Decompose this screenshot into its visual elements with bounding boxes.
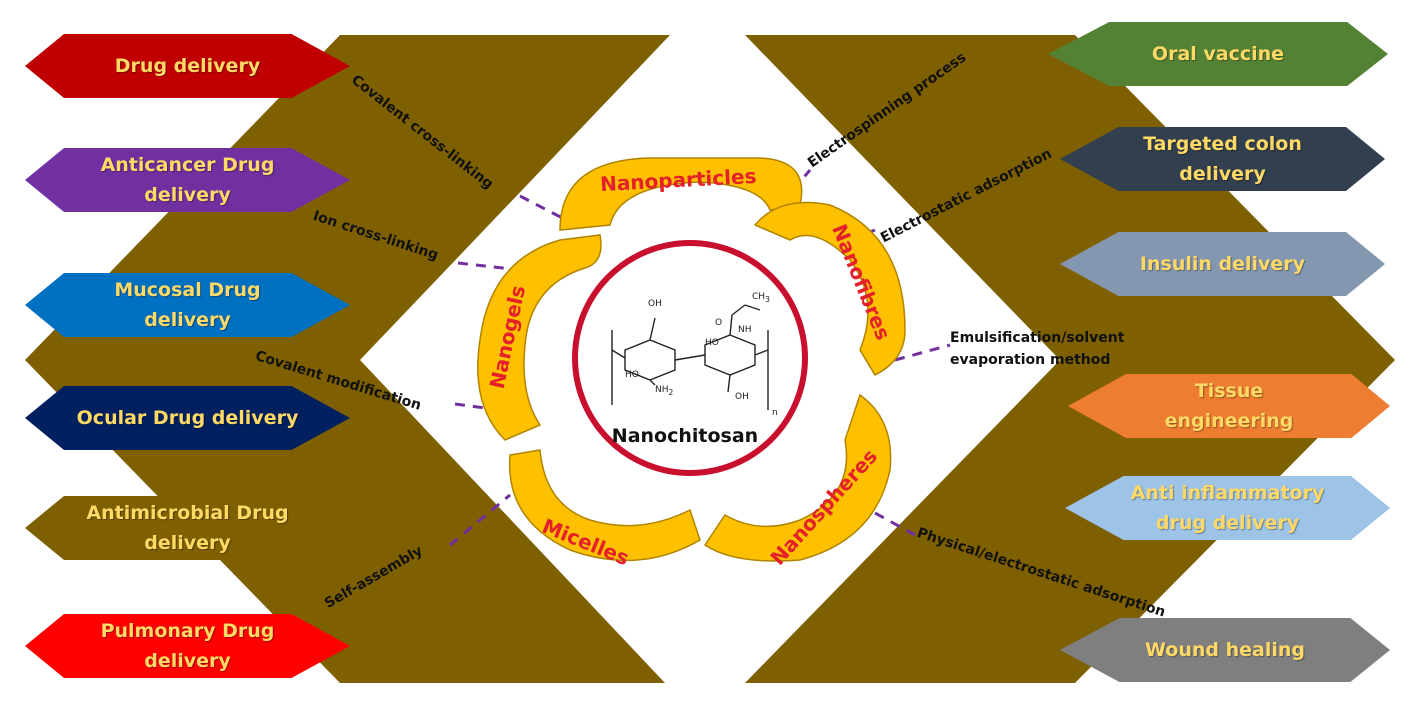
app-oral-vaccine: Oral vaccine [1048, 22, 1388, 86]
ho-label-2: HO [705, 338, 719, 348]
ch3-label: CH3 [752, 292, 770, 304]
segment-micelles-shape [508, 449, 701, 562]
nano-segments [477, 157, 906, 562]
connector-covalent-crosslinking [519, 194, 571, 224]
segment-nanofibres-shape [753, 201, 906, 376]
ho-label-1: HO [625, 370, 639, 380]
app-label: Pulmonary Drug [100, 620, 275, 642]
chitosan-structure-icon [611, 304, 769, 410]
segment-nanogels-shape [477, 234, 602, 441]
connector-emulsification [894, 343, 951, 362]
center-title: Nanochitosan [611, 425, 759, 447]
app-label: delivery [1179, 163, 1266, 185]
app-label: Targeted colon [1143, 133, 1302, 155]
nh2-label: NH2 [655, 385, 674, 397]
app-label: Tissue [1194, 380, 1264, 402]
app-label: Anti inflammatory [1130, 482, 1325, 504]
app-label: Wound healing [1145, 639, 1305, 661]
app-targeted-colon-delivery: Targeted colon delivery [1060, 127, 1385, 191]
app-label: Antimicrobial Drug [86, 502, 289, 524]
connector-physical [874, 511, 916, 537]
n-subscript-label: n [772, 408, 778, 418]
app-tissue-engineering: Tissue engineering [1068, 374, 1390, 438]
oh-label-2: OH [735, 392, 749, 402]
app-label: engineering [1164, 410, 1294, 432]
app-drug-delivery: Drug delivery [25, 34, 350, 98]
app-label: Drug delivery [114, 55, 261, 77]
oh-label-1: OH [648, 299, 662, 309]
app-label: Anticancer Drug [100, 154, 275, 176]
app-anti-inflammatory-drug-delivery: Anti inflammatory drug delivery [1065, 476, 1390, 540]
segment-nanospheres-shape [703, 393, 892, 562]
app-label: delivery [144, 184, 231, 206]
connector-self-assembly [449, 493, 511, 547]
app-label: Mucosal Drug [114, 279, 261, 301]
app-label: Insulin delivery [1139, 253, 1306, 275]
method-emulsification-line1: Emulsification/solvent [950, 330, 1125, 346]
app-label: drug delivery [1155, 512, 1300, 534]
app-label: delivery [144, 532, 231, 554]
app-label: Oral vaccine [1151, 43, 1285, 65]
app-pulmonary-drug-delivery: Pulmonary Drug delivery [25, 614, 350, 678]
app-mucosal-drug-delivery: Mucosal Drug delivery [25, 273, 350, 337]
o-label: O [715, 318, 723, 328]
method-emulsification-line2: evaporation method [950, 352, 1111, 368]
app-label: delivery [144, 650, 231, 672]
app-wound-healing: Wound healing [1060, 618, 1390, 682]
app-insulin-delivery: Insulin delivery [1060, 232, 1385, 296]
app-label: Ocular Drug delivery [76, 407, 299, 429]
app-label: delivery [144, 309, 231, 331]
nh-label: NH [738, 325, 752, 335]
app-ocular-drug-delivery: Ocular Drug delivery [25, 386, 350, 450]
app-anticancer-drug-delivery: Anticancer Drug delivery [25, 148, 350, 212]
app-antimicrobial-drug-delivery: Antimicrobial Drug delivery [25, 496, 350, 560]
